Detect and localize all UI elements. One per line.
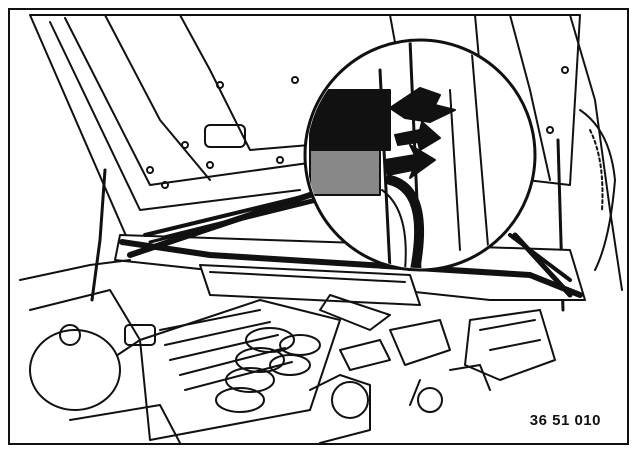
right-components: [309, 309, 556, 443]
detail-arrows: [384, 87, 456, 179]
diagram-frame: 36 51 010: [8, 8, 629, 445]
engine-bay-illustration: [19, 14, 623, 443]
hood-strut: [90, 168, 107, 302]
left-components: [19, 259, 156, 411]
figure-reference-code: 36 51 010: [529, 412, 601, 429]
air-filter-box: [199, 264, 421, 331]
engine-v12: [64, 299, 341, 443]
